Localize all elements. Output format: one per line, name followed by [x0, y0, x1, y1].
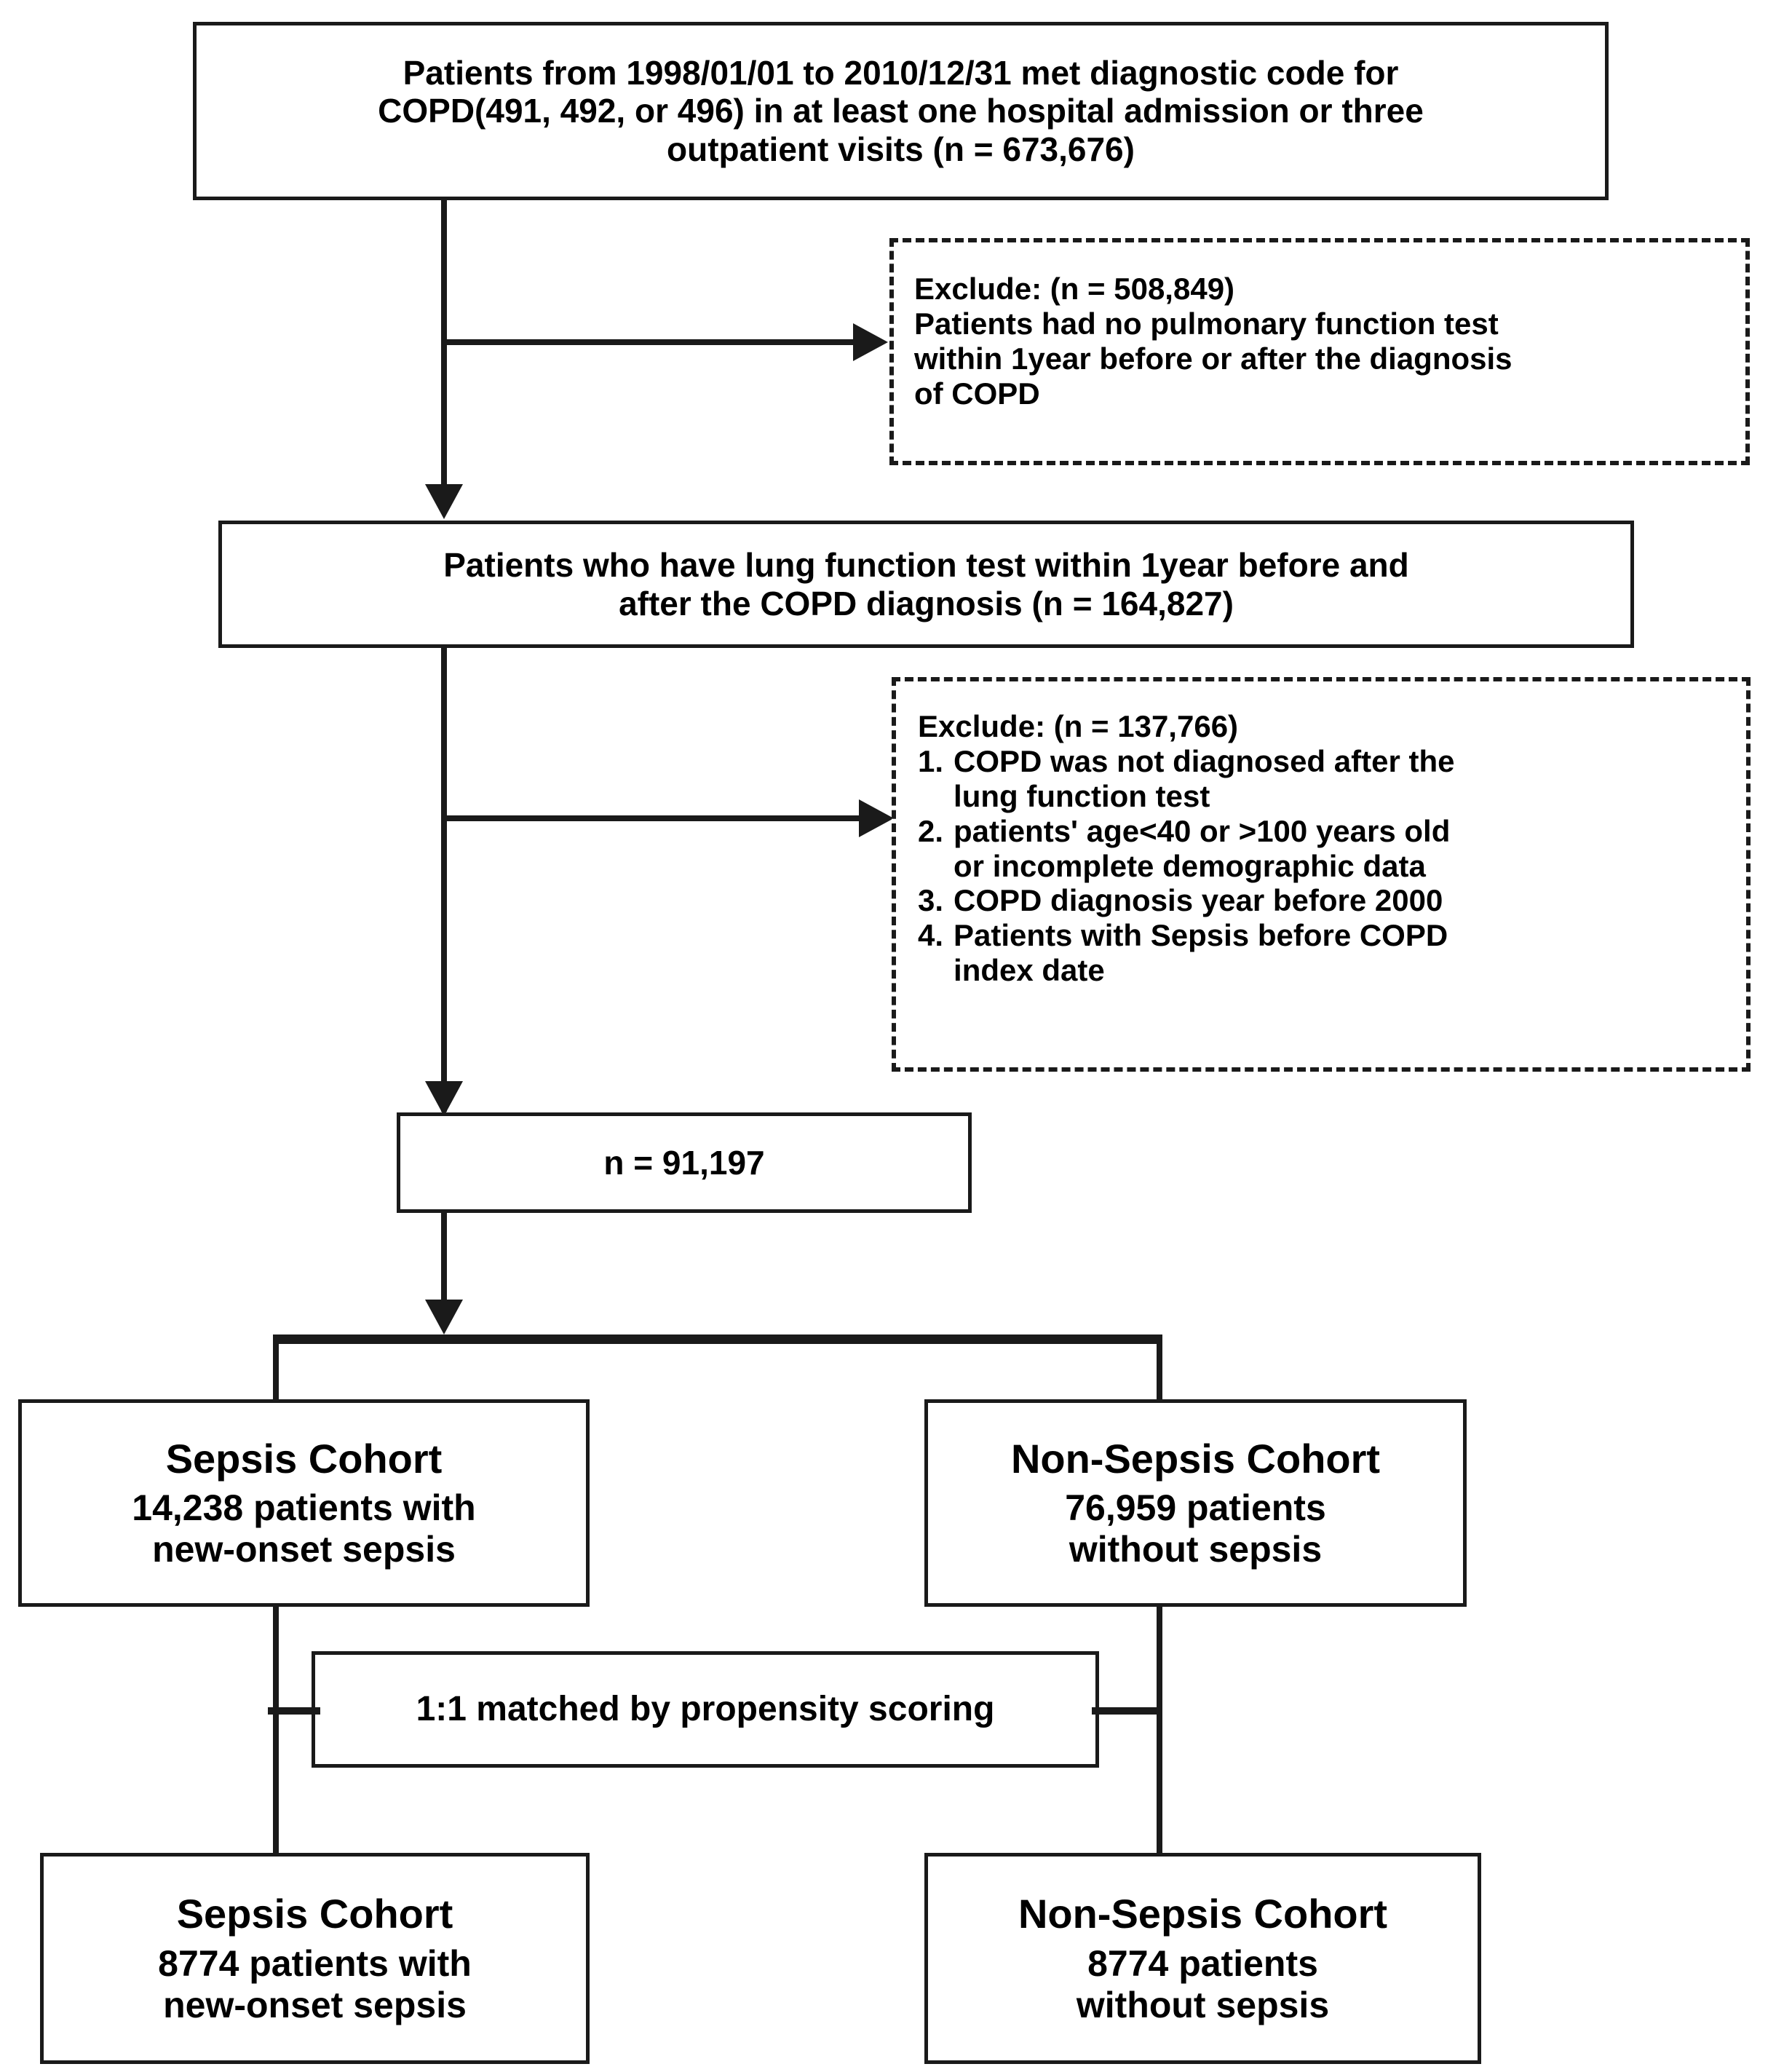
exclude-2-item: 2. patients' age<40 or >100 years old or… [918, 814, 1450, 884]
node-propensity-matching: 1:1 matched by propensity scoring [312, 1651, 1099, 1768]
sepsis-cohort-line-2: new-onset sepsis [152, 1529, 456, 1570]
source-population-line-3: outpatient visits (n = 673,676) [667, 130, 1135, 168]
node-non-sepsis-cohort: Non-Sepsis Cohort 76,959 patients withou… [924, 1399, 1467, 1607]
connector-non-sepsis-to-matched [1157, 1602, 1162, 1893]
exclude-2-item-text: Patients with Sepsis before COPD index d… [954, 918, 1448, 988]
propensity-matching-label: 1:1 matched by propensity scoring [416, 1689, 995, 1728]
lung-function-line-1: Patients who have lung function test wit… [443, 546, 1409, 585]
node-sepsis-cohort-matched: Sepsis Cohort 8774 patients with new-ons… [40, 1853, 590, 2064]
node-sepsis-cohort: Sepsis Cohort 14,238 patients with new-o… [18, 1399, 590, 1607]
non-sepsis-cohort-line-2: without sepsis [1069, 1529, 1323, 1570]
exclude-2-item: 4. Patients with Sepsis before COPD inde… [918, 918, 1448, 988]
exclude-2-header: Exclude: (n = 137,766) [918, 709, 1239, 743]
arrowhead-exclude-1 [853, 323, 888, 361]
arrowhead-exclude-2 [859, 799, 894, 837]
node-non-sepsis-cohort-matched: Non-Sepsis Cohort 8774 patients without … [924, 1853, 1481, 2064]
connector-matching-left-stub [268, 1707, 320, 1715]
sepsis-cohort-matched-title: Sepsis Cohort [176, 1891, 453, 1937]
split-bar-cohorts [273, 1334, 1162, 1344]
exclude-1-header: Exclude: (n = 508,849) [914, 272, 1235, 306]
exclude-2-item-number: 2. [918, 813, 944, 848]
connector-split-to-sepsis [273, 1334, 279, 1404]
exclude-1-body-line-2: within 1year before or after the diagnos… [914, 341, 1513, 376]
exclude-2-item-number: 1. [918, 743, 944, 778]
final-population-label: n = 91,197 [603, 1143, 765, 1182]
non-sepsis-cohort-line-1: 76,959 patients [1065, 1487, 1326, 1529]
connector-final-to-split [441, 1211, 447, 1302]
sepsis-cohort-line-1: 14,238 patients with [132, 1487, 476, 1529]
non-sepsis-cohort-matched-line-2: without sepsis [1076, 1984, 1330, 2025]
sepsis-cohort-matched-line-2: new-onset sepsis [163, 1984, 467, 2025]
arrowhead-source-to-lungfunction [425, 484, 463, 519]
connector-exclude-1 [441, 339, 863, 345]
node-lung-function-population: Patients who have lung function test wit… [218, 521, 1634, 648]
connector-split-to-non-sepsis [1157, 1334, 1162, 1404]
sepsis-cohort-matched-line-1: 8774 patients with [158, 1942, 472, 1984]
source-population-line-2: COPD(491, 492, or 496) in at least one h… [378, 92, 1424, 130]
connector-sepsis-to-matched [273, 1602, 279, 1893]
connector-lungfunction-to-final [441, 646, 447, 1112]
node-final-population: n = 91,197 [397, 1112, 972, 1213]
exclude-2-item-number: 4. [918, 918, 944, 953]
node-exclude-1: Exclude: (n = 508,849) Patients had no p… [889, 238, 1750, 465]
connector-exclude-2 [441, 815, 871, 821]
non-sepsis-cohort-matched-line-1: 8774 patients [1087, 1942, 1318, 1984]
exclude-1-body-line-1: Patients had no pulmonary function test [914, 306, 1499, 341]
sepsis-cohort-title: Sepsis Cohort [165, 1435, 443, 1482]
exclude-1-body-line-3: of COPD [914, 376, 1040, 411]
node-exclude-2: Exclude: (n = 137,766) 1. COPD was not d… [892, 677, 1751, 1072]
arrowhead-lungfunction-to-final [425, 1081, 463, 1116]
lung-function-line-2: after the COPD diagnosis (n = 164,827) [619, 584, 1234, 622]
exclude-2-item: 3. COPD diagnosis year before 2000 [918, 883, 1443, 918]
non-sepsis-cohort-matched-title: Non-Sepsis Cohort [1018, 1891, 1388, 1937]
node-source-population: Patients from 1998/01/01 to 2010/12/31 m… [193, 22, 1609, 200]
non-sepsis-cohort-title: Non-Sepsis Cohort [1010, 1435, 1381, 1482]
exclude-2-item: 1. COPD was not diagnosed after the lung… [918, 744, 1454, 814]
exclude-2-item-text: patients' age<40 or >100 years old or in… [954, 813, 1451, 883]
connector-matching-right-stub [1092, 1707, 1162, 1715]
exclude-2-item-number: 3. [918, 883, 944, 918]
exclude-2-item-text: COPD diagnosis year before 2000 [954, 883, 1443, 918]
source-population-line-1: Patients from 1998/01/01 to 2010/12/31 m… [403, 53, 1399, 92]
arrowhead-final-to-split [425, 1300, 463, 1334]
exclude-2-item-text: COPD was not diagnosed after the lung fu… [954, 743, 1455, 813]
